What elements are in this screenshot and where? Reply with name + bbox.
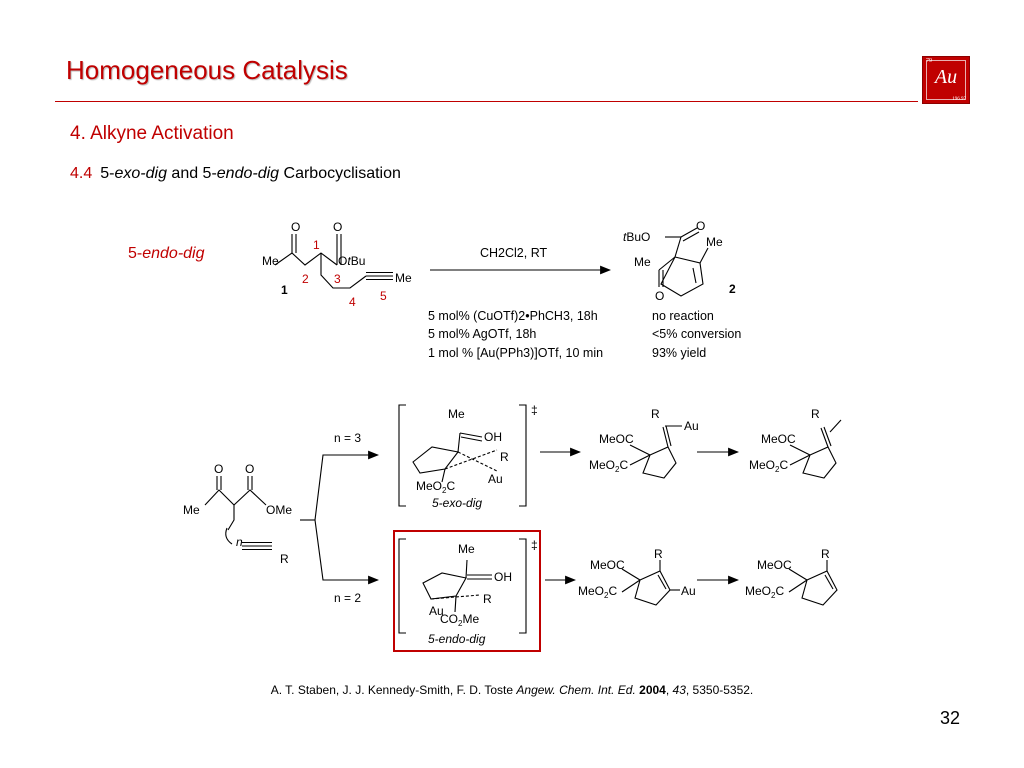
subsection-text-5: Carbocyclisation [279, 165, 401, 182]
svg-text:MeO2C: MeO2C [589, 458, 628, 474]
svg-text:Me: Me [262, 254, 279, 268]
condition-row-1: 5 mol% (CuOTf)2•PhCH3, 18h [428, 309, 598, 323]
result-row-1: no reaction [652, 309, 714, 323]
svg-text:Au: Au [429, 604, 444, 618]
svg-text:Me: Me [634, 255, 651, 269]
svg-text:MeO2C: MeO2C [578, 584, 617, 600]
result-row-2: <5% conversion [652, 327, 741, 341]
condition-row-3: 1 mol % [Au(PPh3)]OTf, 10 min [428, 346, 603, 360]
svg-text:OtBu: OtBu [338, 254, 365, 268]
svg-text:MeOC: MeOC [599, 432, 634, 446]
subsection-text-2: exo-dig [114, 165, 167, 182]
endo-dig-label: 5-endo-dig [128, 245, 205, 263]
atom-number-4: 4 [349, 295, 356, 309]
ts-lower-label: 5-endo-dig [428, 632, 486, 646]
svg-text:O: O [214, 462, 223, 476]
svg-text:MeO2C: MeO2C [416, 479, 455, 495]
svg-text:OH: OH [494, 570, 512, 584]
citation-volume: 43 [672, 683, 686, 697]
title-rule [55, 101, 918, 102]
svg-text:tBuO: tBuO [623, 230, 650, 244]
condition-row-2: 5 mol% AgOTf, 18h [428, 327, 536, 341]
logo-atomic-mass: 196.97 [952, 97, 966, 102]
ts-upper-label: 5-exo-dig [432, 496, 482, 510]
reactant-backbone [274, 252, 338, 266]
svg-text:Me: Me [395, 271, 412, 285]
product-number: 2 [729, 282, 736, 296]
lower-branch-label: n = 2 [334, 591, 361, 605]
svg-text:OMe: OMe [266, 503, 292, 517]
svg-text:R: R [811, 407, 820, 421]
svg-text:n: n [236, 535, 243, 549]
svg-text:Au: Au [681, 584, 696, 598]
svg-text:MeO2C: MeO2C [745, 584, 784, 600]
svg-text:Me: Me [706, 235, 723, 249]
svg-text:R: R [483, 592, 492, 606]
citation-pages: , 5350-5352. [685, 683, 754, 697]
endo-dig-label-italic: endo-dig [142, 245, 205, 262]
section-heading: 4. Alkyne Activation [70, 123, 234, 144]
svg-text:O: O [245, 462, 254, 476]
svg-text:MeOC: MeOC [590, 558, 625, 572]
citation-journal: Angew. Chem. Int. Ed. [516, 683, 636, 697]
svg-text:O: O [696, 219, 705, 233]
highlight-box [393, 530, 541, 652]
svg-text:O: O [291, 220, 300, 234]
svg-text:CO2Me: CO2Me [440, 612, 479, 628]
svg-text:R: R [280, 552, 289, 566]
svg-text:Me: Me [183, 503, 200, 517]
svg-text:Me: Me [448, 407, 465, 421]
ts-lower-dagger: ‡ [531, 538, 538, 552]
logo-symbol: Au [934, 66, 958, 88]
subsection-number: 4.4 [70, 165, 93, 182]
svg-text:O: O [655, 289, 664, 303]
subsection-heading: 4.4 5-exo-dig and 5-endo-dig Carbocyclisa… [70, 165, 401, 183]
ts-upper-dagger: ‡ [531, 403, 538, 417]
citation-year: 2004 [639, 683, 666, 697]
citation: A. T. Staben, J. J. Kennedy-Smith, F. D.… [270, 683, 754, 697]
gold-element-logo: 79 Au 196.97 [922, 56, 970, 104]
svg-text:MeO2C: MeO2C [749, 458, 788, 474]
logo-atomic-number: 79 [926, 58, 932, 64]
subsection-text-1: 5- [100, 165, 115, 182]
upper-branch-label: n = 3 [334, 431, 361, 445]
atom-number-5: 5 [380, 289, 387, 303]
atom-number-3: 3 [334, 272, 341, 286]
svg-text:R: R [821, 547, 830, 561]
svg-text:Au: Au [488, 472, 503, 486]
svg-text:R: R [500, 450, 509, 464]
svg-text:Me: Me [458, 542, 475, 556]
reactant-number: 1 [281, 283, 288, 297]
citation-authors: A. T. Staben, J. J. Kennedy-Smith, F. D.… [270, 683, 517, 697]
atom-number-1: 1 [313, 238, 320, 252]
svg-text:Au: Au [684, 419, 699, 433]
subsection-text-4: endo-dig [216, 165, 280, 182]
subsection-text-3: and 5- [166, 165, 217, 182]
slide-title: Homogeneous Catalysis [66, 55, 348, 85]
svg-text:OH: OH [484, 430, 502, 444]
result-row-3: 93% yield [652, 346, 706, 360]
solvent-condition: CH2Cl2, RT [480, 246, 548, 260]
svg-text:MeOC: MeOC [761, 432, 796, 446]
svg-text:O: O [333, 220, 342, 234]
svg-text:R: R [654, 547, 663, 561]
endo-dig-label-prefix: 5- [128, 245, 143, 262]
atom-number-2: 2 [302, 272, 309, 286]
page-number: 32 [940, 708, 961, 728]
svg-text:MeOC: MeOC [757, 558, 792, 572]
svg-text:R: R [651, 407, 660, 421]
